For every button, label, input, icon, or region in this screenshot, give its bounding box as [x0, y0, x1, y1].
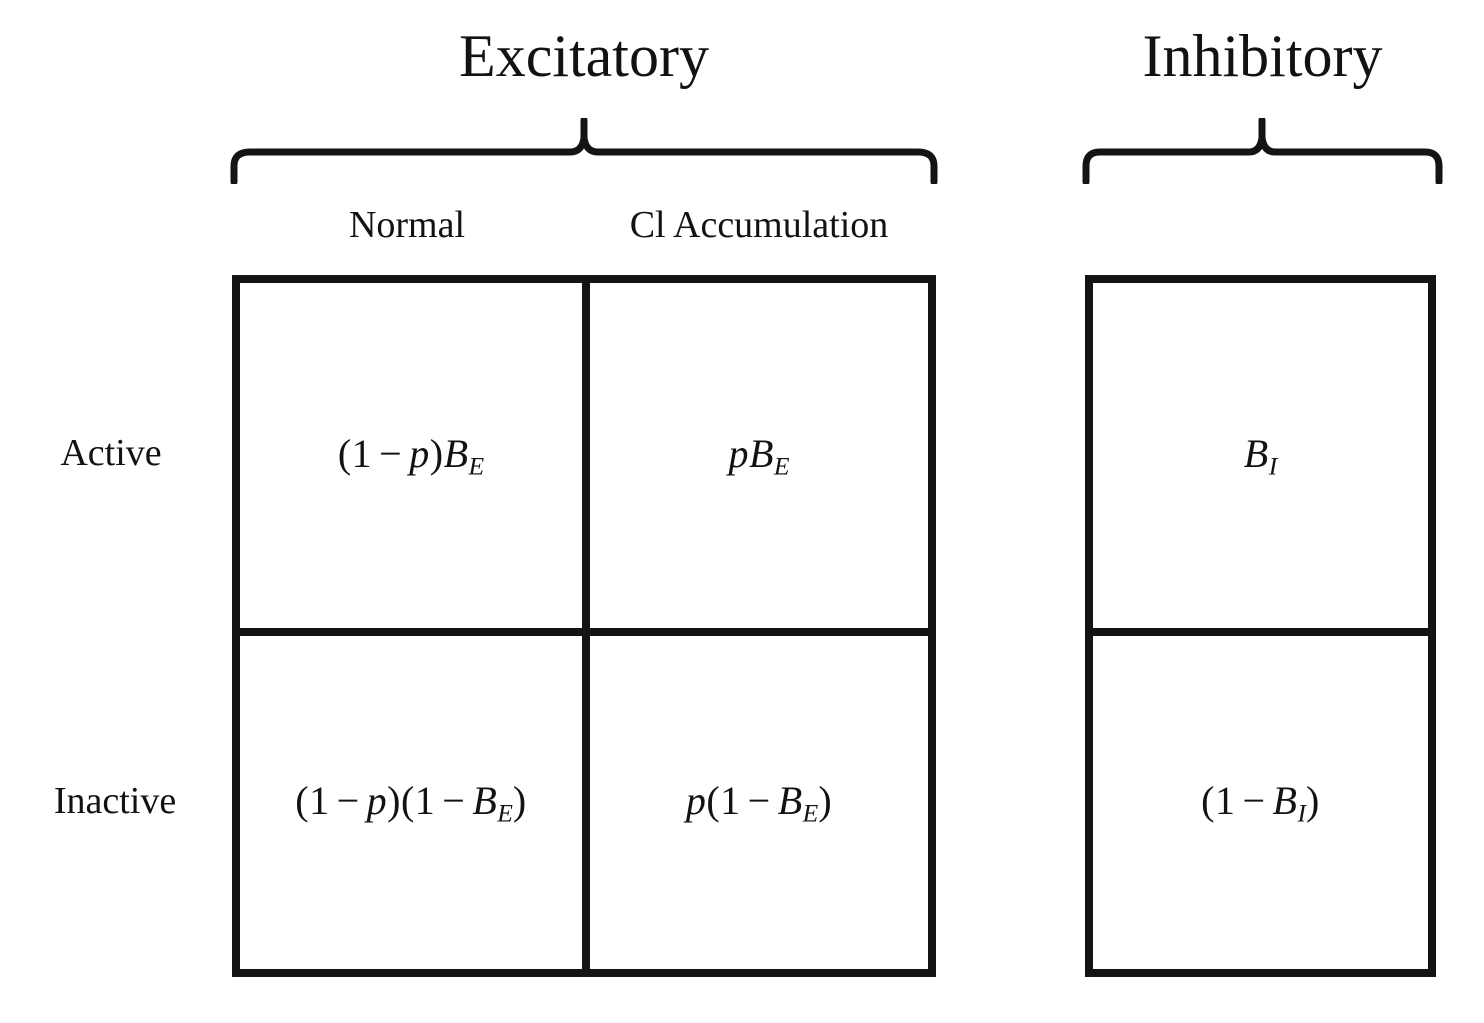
column-header-normal: Normal — [348, 204, 466, 246]
cell-excitatory-active-cl-accumulation: pBE — [590, 283, 928, 628]
subscript-E: E — [468, 451, 485, 481]
variable-p: p — [685, 777, 707, 823]
paren-close: ) — [818, 777, 833, 823]
minus-operator: − — [336, 777, 360, 823]
paren-close: ) — [429, 430, 444, 476]
overbrace-inhibitory — [1079, 118, 1446, 184]
formula-inhibitory-active: BI — [1244, 430, 1277, 482]
cell-inhibitory-inactive: (1−BI) — [1093, 636, 1428, 969]
numeral-one: 1 — [720, 777, 741, 823]
table-inhibitory: BI (1−BI) — [1085, 275, 1436, 977]
variable-p: p — [728, 430, 749, 476]
subscript-I: I — [1268, 451, 1278, 481]
column-header-cl-accumulation: Cl Accumulation — [629, 204, 889, 246]
paren-open: ( — [337, 430, 352, 476]
numeral-one: 1 — [414, 777, 436, 823]
paren-open: ( — [706, 777, 721, 823]
subscript-E: E — [497, 798, 513, 828]
variable-B: B — [748, 430, 774, 476]
paren-open: ( — [400, 777, 415, 823]
overbrace-excitatory — [226, 118, 942, 184]
variable-B: B — [777, 777, 803, 823]
numeral-one: 1 — [1214, 777, 1236, 823]
paren-close: ) — [512, 777, 527, 823]
formula-inhibitory-inactive: (1−BI) — [1201, 777, 1320, 829]
minus-operator: − — [747, 777, 771, 823]
variable-p: p — [366, 777, 388, 823]
formula-excitatory-inactive-cl: p(1−BE) — [686, 777, 832, 829]
row-label-active: Active — [60, 432, 162, 474]
numeral-one: 1 — [351, 430, 373, 476]
variable-p: p — [409, 430, 430, 476]
row-divider-excitatory — [240, 628, 928, 636]
cell-inhibitory-active: BI — [1093, 283, 1428, 628]
column-divider-excitatory — [582, 283, 590, 969]
subscript-I: I — [1297, 798, 1307, 828]
minus-operator: − — [442, 777, 466, 823]
group-title-inhibitory: Inhibitory — [1142, 23, 1383, 89]
variable-B: B — [443, 430, 469, 476]
cell-excitatory-active-normal: (1−p)BE — [240, 283, 582, 628]
paren-open: ( — [295, 777, 310, 823]
subscript-E: E — [773, 451, 790, 481]
numeral-one: 1 — [309, 777, 330, 823]
variable-B: B — [472, 777, 498, 823]
formula-excitatory-active-normal: (1−p)BE — [338, 430, 484, 482]
paren-close: ) — [1306, 777, 1320, 823]
formula-excitatory-inactive-normal: (1−p)(1−BE) — [295, 777, 527, 829]
row-label-inactive: Inactive — [53, 780, 177, 822]
variable-B: B — [1243, 430, 1269, 476]
paren-open: ( — [1201, 777, 1215, 823]
table-excitatory: (1−p)BE pBE (1−p)(1−BE) p(1−BE) — [232, 275, 936, 977]
subscript-E: E — [802, 798, 819, 828]
cell-excitatory-inactive-cl-accumulation: p(1−BE) — [590, 636, 928, 969]
variable-B: B — [1272, 777, 1298, 823]
paren-close: ) — [387, 777, 401, 823]
group-title-excitatory: Excitatory — [459, 23, 709, 89]
minus-operator: − — [1242, 777, 1266, 823]
row-divider-inhibitory — [1093, 628, 1428, 636]
formula-excitatory-active-cl: pBE — [728, 430, 789, 482]
minus-operator: − — [379, 430, 403, 476]
cell-excitatory-inactive-normal: (1−p)(1−BE) — [240, 636, 582, 969]
